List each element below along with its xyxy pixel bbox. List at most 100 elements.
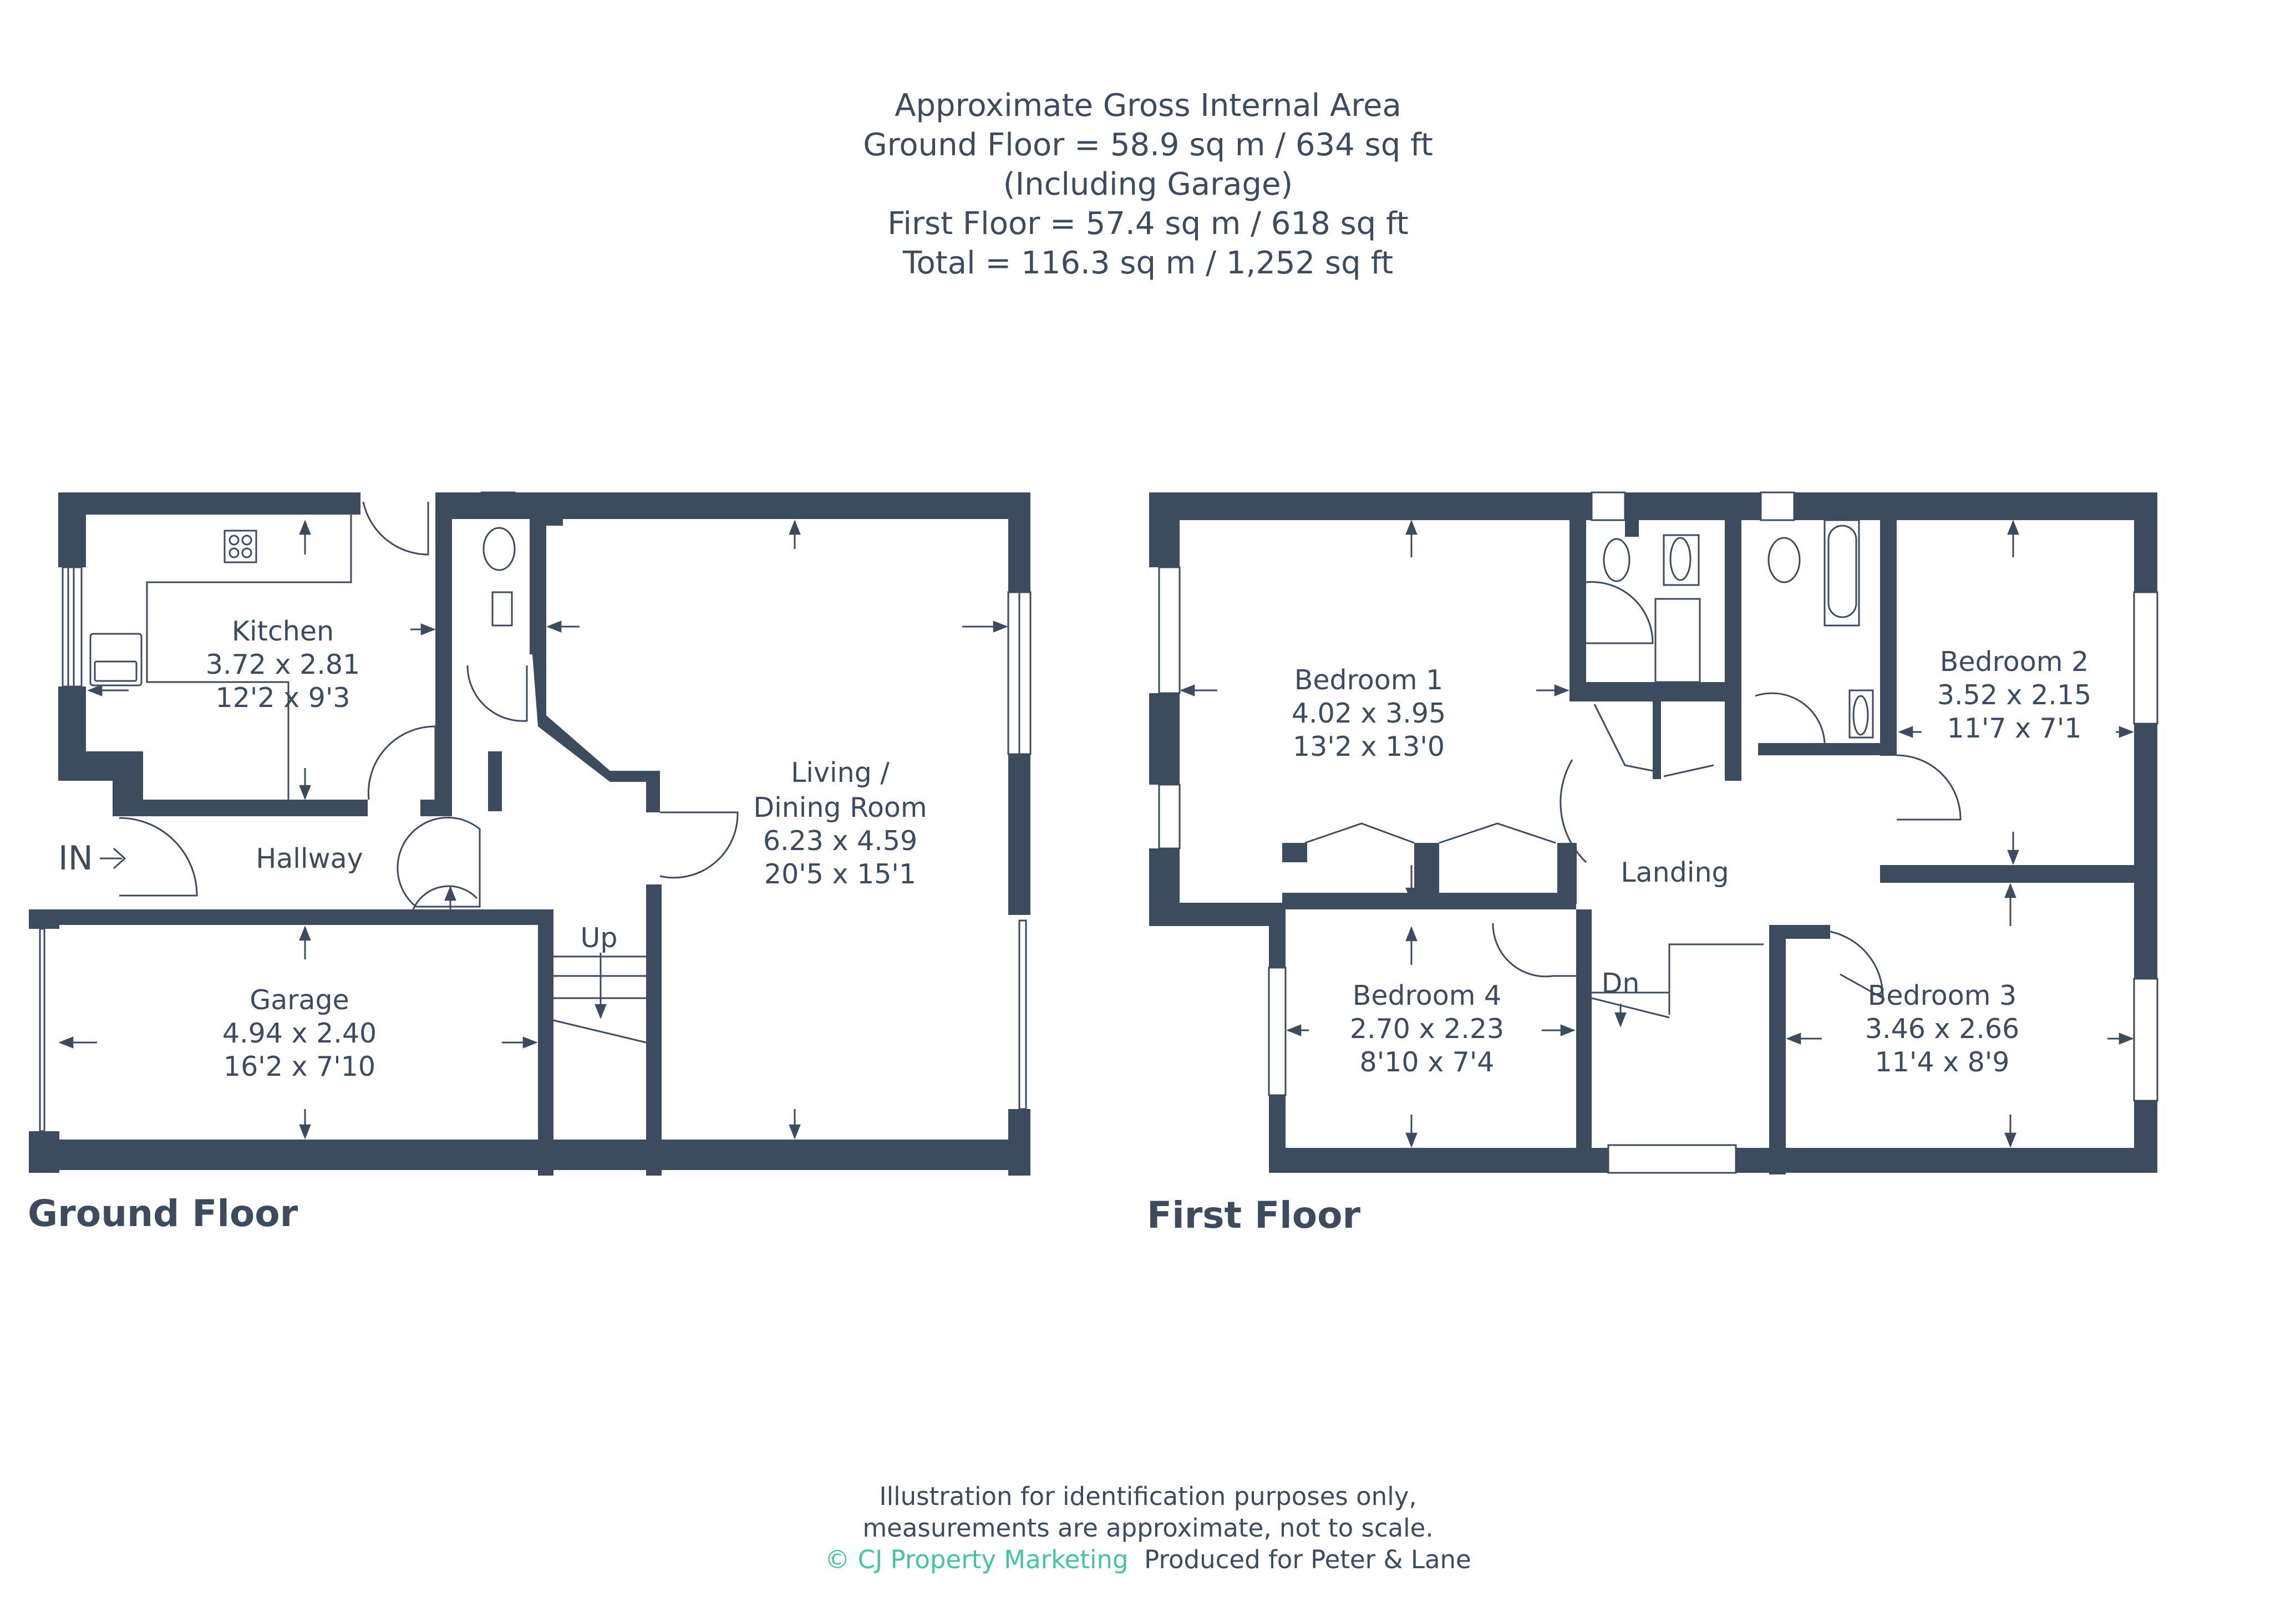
svg-text:Dining Room: Dining Room [753,792,927,823]
kitchen-top-wall [58,492,360,515]
living-right-wall-upper [1008,492,1030,592]
svg-text:6.23 x 4.59: 6.23 x 4.59 [763,825,917,857]
first-top-wall [1149,492,2157,520]
bathroom-bath-icon [1823,519,1860,627]
ensuite-bottom-wall [1569,682,1733,701]
svg-text:Hallway: Hallway [256,843,363,874]
ground-bottom-wall [29,1140,1030,1170]
bed2-right-wall-upper [2134,492,2157,592]
bed2-window [2133,591,2158,725]
cupboard-door-2[interactable] [1663,764,1714,777]
first-floor-plan: Dn Bedroom 1 4.02 x 3.95 13'2 x 13'0 [1149,491,2158,1174]
garage-top-wall [29,909,550,925]
ensuite-right-wall [1725,520,1741,781]
wardrobe-back-wall [1282,893,1576,909]
room-kitchen: Kitchen 3.72 x 2.81 12'2 x 9'3 [206,616,360,714]
ensuite-pier [1625,520,1639,537]
ensuite-toilet-icon [1603,538,1630,582]
bed1-bottom-wall [1149,903,1282,926]
wardrobe-door-right[interactable] [1439,822,1556,844]
stairs-up-label: Up [581,922,618,954]
room-living-dining: Living / Dining Room 6.23 x 4.59 20'5 x … [753,757,927,890]
svg-text:8'10 x 7'4: 8'10 x 7'4 [1360,1046,1495,1078]
bed4-door-swing[interactable] [1492,923,1576,978]
wc-door-swing[interactable] [466,665,528,722]
cupboard-divider-wall [1653,701,1661,779]
cupboard-door-swing[interactable] [397,816,481,908]
bed3-window [2133,978,2158,1102]
ensuite-door-swing[interactable] [1586,581,1654,644]
room-bedroom-3: Bedroom 3 3.46 x 2.66 11'4 x 8'9 [1865,980,2019,1078]
bathroom-window [1760,491,1795,521]
bed1-left-wall-upper [1149,492,1180,567]
bathroom-right-wall [1880,520,1897,756]
garage-left-pier-top [29,909,59,929]
wc-basin-icon [491,591,513,627]
produced-for: Produced for Peter & Lane [1144,1545,1471,1574]
stairs-down-label: Dn [1602,968,1640,999]
svg-text:Bedroom 1: Bedroom 1 [1294,664,1443,696]
svg-text:3.46 x 2.66: 3.46 x 2.66 [1865,1013,2019,1045]
footer-disclaimer: Illustration for identification purposes… [0,1481,2296,1575]
kitchen-back-door-swing[interactable] [362,501,429,556]
bed2-right-wall-mid [2134,724,2157,979]
svg-text:4.02 x 3.95: 4.02 x 3.95 [1292,698,1446,729]
svg-text:Kitchen: Kitchen [232,616,334,647]
kitchen-left-wall-upper [58,492,86,567]
ensuite-window [1591,491,1626,521]
room-bedroom-1: Bedroom 1 4.02 x 3.95 13'2 x 13'0 [1292,664,1446,762]
kitchen-window [62,566,83,688]
wardrobe-door-left[interactable] [1304,822,1415,844]
ground-floor-area: Ground Floor = 58.9 sq m / 634 sq ft [863,127,1433,163]
kitchen-right-pier [420,800,452,816]
bed1-door-swing[interactable] [1560,759,1587,863]
svg-text:12'2 x 9'3: 12'2 x 9'3 [216,682,351,714]
bed2-door-swing[interactable] [1896,754,1962,821]
stair-right-wall [646,884,662,1176]
bed3-top-left-wall [1769,925,1830,939]
svg-text:4.94 x 2.40: 4.94 x 2.40 [222,1018,377,1049]
ensuite-left-wall [1569,520,1586,686]
garage-right-wall [538,909,553,1176]
living-door-swing[interactable] [659,811,739,879]
svg-text:13'2 x 13'0: 13'2 x 13'0 [1293,731,1445,762]
living-patio-door[interactable] [1018,919,1027,1110]
ensuite-shower-icon [1654,598,1701,683]
landing-window [1607,1144,1737,1174]
wardrobe-pier-left [1282,843,1307,862]
entrance-arrow-icon [100,847,126,869]
bathroom-door-swing[interactable] [1755,692,1826,744]
first-floor-title: First Floor [1147,1194,1361,1237]
credit-line: © CJ Property Marketing Produced for Pet… [0,1544,2296,1575]
svg-text:20'5 x 15'1: 20'5 x 15'1 [764,858,916,890]
bed4-window [1268,967,1287,1096]
room-landing: Landing [1621,857,1729,888]
garage-door-swing[interactable] [412,885,478,910]
total-area: Total = 116.3 sq m / 1,252 sq ft [902,245,1394,281]
kitchen-sink-icon [89,633,143,686]
ground-floor-plan: IN Up [29,491,1032,1176]
bed1-left-wall-mid [1149,693,1180,785]
first-dimension-arrows [1180,520,2134,1148]
svg-text:16'2 x 7'10: 16'2 x 7'10 [223,1051,375,1082]
disclaimer-line-1: Illustration for identification purposes… [879,1482,1417,1511]
bed2-bed3-wall [1880,865,2135,883]
ensuite-basin-icon [1663,534,1700,586]
bathroom-toilet-icon [1767,537,1801,583]
disclaimer-line-2: measurements are approximate, not to sca… [862,1513,1434,1543]
cupboard-door-1[interactable] [1593,704,1653,772]
first-stairs: Dn [1591,943,1764,1028]
first-floor-area: First Floor = 57.4 sq m / 618 sq ft [887,206,1409,242]
room-garage: Garage 4.94 x 2.40 16'2 x 7'10 [222,984,377,1082]
hob-icon [223,530,257,563]
bed1-window-upper [1158,566,1181,694]
garage-door[interactable] [39,928,45,1132]
bed3-door-swing[interactable] [1830,930,1884,1000]
front-door-swing[interactable] [119,817,198,897]
svg-text:Bedroom 4: Bedroom 4 [1353,980,1501,1011]
entrance-label: IN [58,839,93,878]
ground-dimension-arrows [58,520,1008,1140]
bed3-right-wall-lower [2134,1101,2157,1173]
kitchen-hall-door-swing[interactable] [367,725,436,800]
